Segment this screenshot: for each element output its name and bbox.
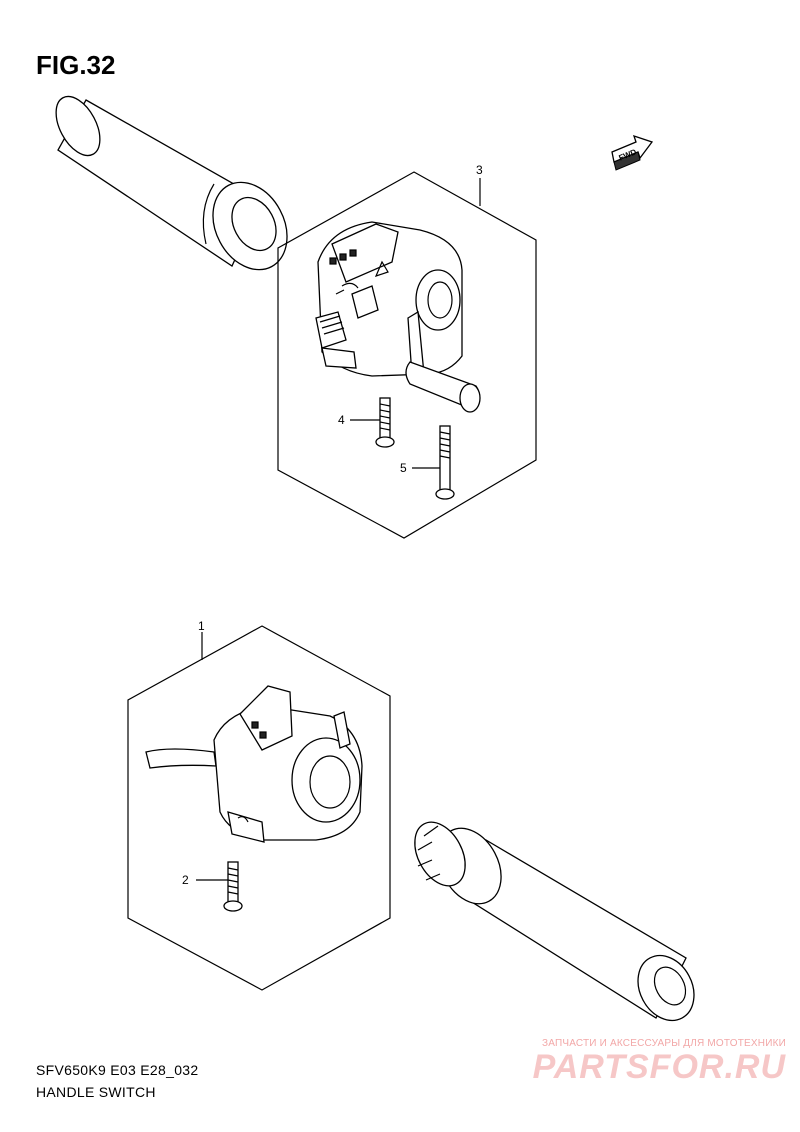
section-name: HANDLE SWITCH [36,1084,156,1100]
model-code: SFV650K9 E03 E28_032 [36,1062,199,1078]
callout-1: 1 [198,619,205,633]
assembly-frame-1 [127,625,391,991]
watermark-brand: PARTSFOR.RU [532,1048,786,1086]
assembly-frame-3 [277,171,537,539]
callout-5: 5 [400,461,407,475]
left-grip-rubber [55,95,288,271]
screw-item-5: 5 [400,425,455,500]
screw-item-4: 4 [338,397,395,448]
watermark: ЗАПЧАСТИ И АКСЕССУАРЫ ДЛЯ МОТОТЕХНИКИ PA… [486,1038,786,1085]
right-handlebar-switch-assembly [145,685,363,843]
watermark-tagline: ЗАПЧАСТИ И АКСЕССУАРЫ ДЛЯ МОТОТЕХНИКИ [541,1038,786,1049]
figure-title: FIG.32 [36,50,116,80]
fwd-arrow-icon: FWD [611,134,654,171]
left-handlebar-switch-assembly [315,221,481,413]
callout-2: 2 [182,873,189,887]
callout-4: 4 [338,413,345,427]
right-grip-throttle [414,821,695,1022]
screw-item-2: 2 [182,861,243,912]
callout-3: 3 [476,163,483,177]
